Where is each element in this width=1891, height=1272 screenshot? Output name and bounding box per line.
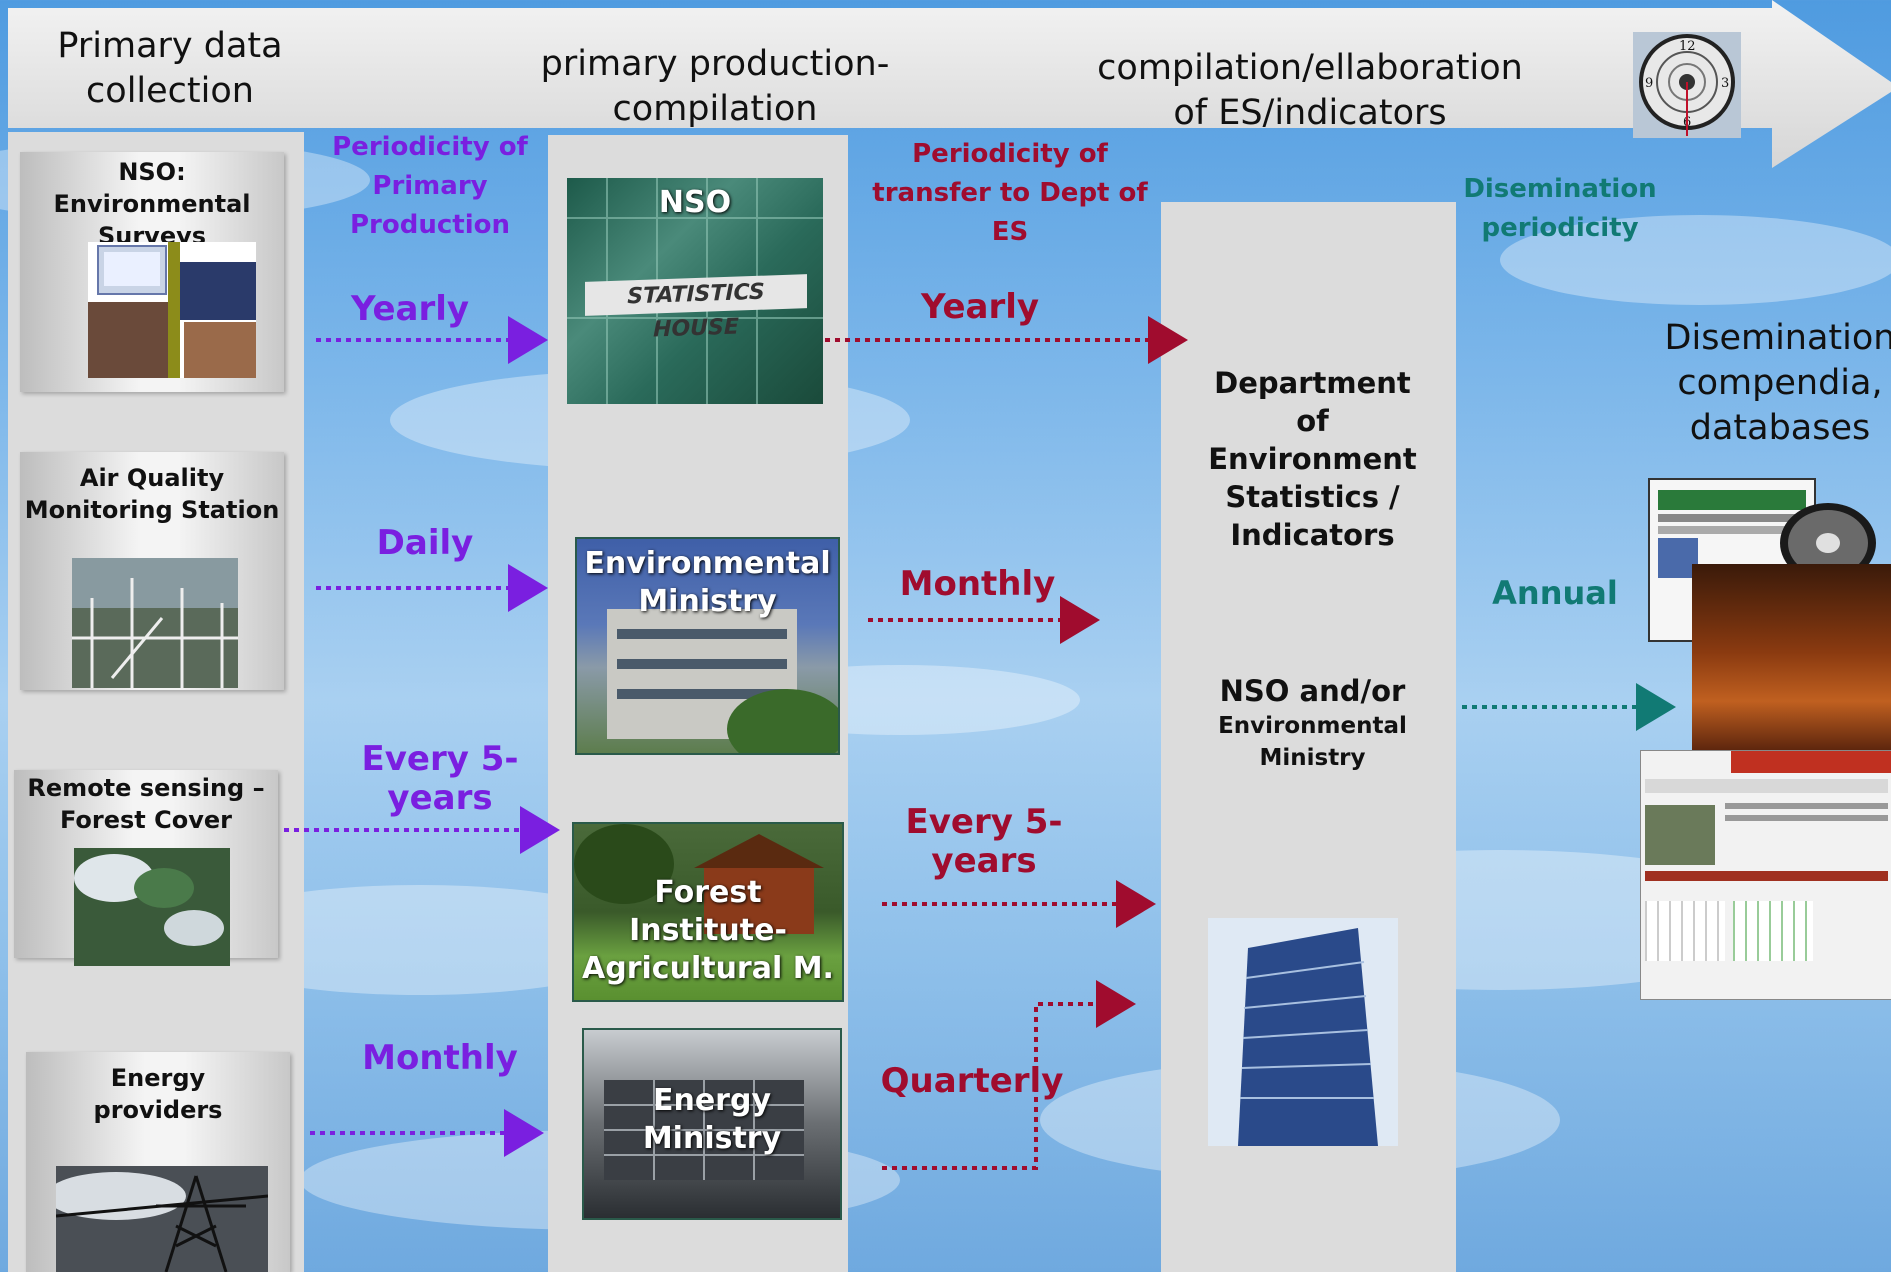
air-station-photo — [72, 558, 238, 688]
periodicity-dissemination-heading: Disemination periodicity — [1450, 170, 1670, 248]
header-line: of ES/indicators — [1173, 93, 1447, 133]
source-energy-providers: Energy providers — [26, 1052, 290, 1272]
producer-label: Forest Institute- — [629, 875, 787, 948]
heading-line: Production — [350, 210, 510, 240]
cd-disc-icon — [1780, 503, 1876, 583]
primary-freq-monthly: Monthly — [350, 1039, 530, 1078]
freq-line: Monthly — [899, 564, 1056, 604]
building-shape — [607, 609, 838, 753]
dept-line: Environment — [1208, 442, 1417, 476]
primary-freq-yearly: Yearly — [330, 290, 490, 329]
source-label: Energy — [110, 1064, 206, 1092]
freq-line: Yearly — [350, 289, 470, 329]
database-screenshot — [1640, 750, 1891, 1000]
periodicity-primary-heading: Periodicity of Primary Production — [320, 128, 540, 245]
source-label: Forest Cover — [60, 806, 232, 834]
dissemination-freq-annual: Annual — [1480, 574, 1630, 613]
dept-alt-sub: Ministry — [1259, 745, 1366, 771]
dept-line: of — [1296, 404, 1329, 438]
freq-line: Every 5- — [905, 802, 1063, 842]
producer-label: Ministry — [642, 1121, 782, 1156]
transfer-freq-yearly: Yearly — [900, 288, 1060, 327]
header-line: Disemination — [1664, 318, 1891, 358]
dept-line: Statistics / — [1225, 480, 1400, 514]
header-line: Primary data — [57, 26, 283, 66]
dept-line: Indicators — [1230, 518, 1395, 552]
transfer-freq-monthly: Monthly — [890, 565, 1065, 604]
freq-line: years — [931, 841, 1037, 881]
heading-line: transfer to Dept of — [872, 178, 1148, 208]
heading-line: Periodicity of — [332, 132, 528, 162]
freq-line: years — [387, 778, 493, 818]
dept-alt-main: NSO and/or — [1219, 674, 1406, 708]
producer-label: Ministry — [638, 584, 777, 619]
header-dissemination: Disemination compendia, databases — [1660, 316, 1891, 451]
heading-line: Disemination — [1463, 174, 1657, 204]
source-label: Remote sensing – — [27, 774, 265, 802]
solar-panel-shape — [604, 1080, 804, 1180]
department-alternative: NSO and/or Environmental Ministry — [1180, 672, 1445, 774]
satellite-photo — [74, 848, 230, 966]
header-line: primary production- — [540, 44, 890, 84]
source-air-quality: Air Quality Monitoring Station — [20, 452, 284, 690]
producer-label: NSO — [658, 185, 732, 220]
department-title: Department of Environment Statistics / I… — [1180, 364, 1445, 554]
svg-text:3: 3 — [1721, 76, 1729, 91]
periodicity-transfer-heading: Periodicity of transfer to Dept of ES — [870, 135, 1150, 252]
header-line: compendia, — [1677, 363, 1883, 403]
freq-line: Annual — [1492, 574, 1618, 612]
forest-house-shape — [574, 824, 824, 934]
producer-label: Environmental — [584, 546, 831, 581]
producer-label: Agricultural M. — [582, 951, 834, 986]
primary-freq-daily: Daily — [350, 524, 500, 563]
process-arrow — [8, 0, 1891, 168]
heading-line: periodicity — [1481, 213, 1639, 243]
header-line: collection — [86, 71, 254, 111]
header-primary-collection: Primary data collection — [20, 24, 320, 114]
heading-line: Periodicity of — [912, 139, 1108, 169]
office-tower-photo — [1208, 918, 1398, 1146]
power-tower-photo — [56, 1166, 268, 1272]
publication-compendia — [1648, 478, 1891, 760]
heading-line: Primary — [372, 171, 488, 201]
dept-alt-sub: Environmental — [1218, 713, 1407, 739]
header-line: databases — [1689, 408, 1871, 448]
survey-photo — [88, 242, 256, 378]
producer-energy-ministry: Energy Ministry — [582, 1028, 842, 1220]
dept-line: Department — [1214, 366, 1411, 400]
header-line: compilation/ellaboration — [1097, 48, 1523, 88]
report-cover — [1692, 564, 1891, 760]
header-primary-production: primary production- compilation — [520, 42, 910, 132]
freq-line: Daily — [376, 523, 474, 563]
freq-line: Yearly — [920, 287, 1040, 327]
clock-icon: 12 3 6 9 — [1633, 32, 1741, 138]
source-nso-surveys: NSO: Environmental Surveys — [20, 152, 284, 392]
source-label: Air Quality — [79, 464, 225, 492]
primary-freq-5years: Every 5- years — [340, 740, 540, 818]
heading-line: ES — [991, 217, 1029, 247]
source-remote-sensing: Remote sensing – Forest Cover — [14, 770, 278, 966]
producer-label: Energy — [652, 1083, 772, 1118]
source-label: providers — [93, 1096, 223, 1124]
source-label: NSO: Environmental — [53, 158, 251, 218]
transfer-freq-5years: Every 5- years — [884, 803, 1084, 881]
freq-line: Monthly — [362, 1038, 518, 1078]
transfer-freq-quarterly: Quarterly — [872, 1062, 1072, 1101]
source-label: Monitoring Station — [24, 496, 280, 524]
producer-nso: NSO STATISTICS HOUSE — [567, 178, 823, 404]
freq-line: Every 5- — [361, 739, 519, 779]
producer-forest-institute: Forest Institute- Agricultural M. — [572, 822, 844, 1002]
svg-text:9: 9 — [1645, 76, 1653, 91]
header-compilation: compilation/ellaboration of ES/indicator… — [1060, 46, 1560, 136]
freq-line: Quarterly — [880, 1061, 1064, 1101]
producer-environmental-ministry: Environmental Ministry — [575, 537, 840, 755]
header-line: compilation — [612, 89, 818, 129]
svg-text:12: 12 — [1679, 39, 1696, 54]
